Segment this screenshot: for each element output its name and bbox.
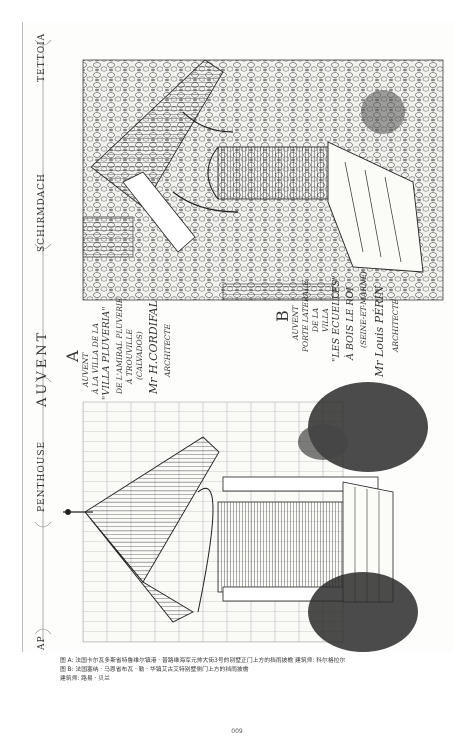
label-a-role: ARCHITECTE bbox=[163, 324, 172, 377]
strip-ornaments bbox=[34, 39, 52, 635]
label-b-line2: PORTE LATERALE bbox=[301, 280, 310, 352]
label-b-role: ARCHITECTE bbox=[391, 299, 400, 352]
label-b-line7: (SEINE-ET-MARNE) bbox=[359, 271, 368, 348]
engraving-plate: TETTOIA SCHIRMDACH AUVENT PENTHOUSE AP A… bbox=[22, 22, 453, 652]
label-b-line1: AUVENT bbox=[291, 305, 300, 340]
canopy-bracket-2 bbox=[172, 191, 239, 213]
label-a-line2: À LA VILLA DE LA bbox=[91, 323, 100, 394]
strip-label-penthouse: PENTHOUSE bbox=[37, 440, 47, 512]
canopy-roof-b bbox=[90, 59, 224, 208]
illustration-a bbox=[63, 382, 428, 652]
strip-label-auvent: AUVENT bbox=[35, 329, 50, 407]
stone-stairs bbox=[327, 141, 424, 273]
canopy-roof-a-lower bbox=[84, 511, 194, 623]
strip-label-ap: AP bbox=[37, 635, 47, 650]
porch-arch bbox=[197, 487, 214, 613]
label-b-architect: Mr Louis PÉRIN bbox=[373, 285, 386, 377]
wall-block bbox=[82, 216, 134, 258]
label-a-line6: (CALVADOS) bbox=[135, 331, 144, 380]
column-top bbox=[222, 476, 379, 492]
caption-line-3: 建筑师: 路易 · 贝兰 bbox=[60, 676, 110, 682]
canopy-side-b bbox=[122, 171, 196, 253]
page-number: 009 bbox=[231, 728, 243, 735]
door-arch bbox=[207, 146, 219, 200]
illustration-b bbox=[82, 59, 444, 301]
label-b-line6: À BOIS LE ROI bbox=[345, 286, 356, 360]
tree-lower bbox=[308, 572, 418, 652]
side-door bbox=[217, 146, 329, 200]
label-a-architect: Mr H.CORDIFAL bbox=[147, 300, 160, 394]
front-door bbox=[217, 501, 344, 593]
label-a-letter: A bbox=[63, 350, 82, 362]
label-b-line3: DE LA bbox=[311, 307, 320, 332]
label-b-line5: "LES ECUELLES" bbox=[331, 275, 342, 362]
caption-line-1: 图 A: 法国卡尔瓦多斯省特鲁维尔镇港 · 普路维海军元帅大街3号的别墅正门上方… bbox=[60, 658, 346, 664]
canopy-bracket-1 bbox=[182, 111, 234, 133]
label-a-line5: À TROUVILLE bbox=[125, 329, 134, 384]
label-a-line3: "VILLA PLUVERIA" bbox=[101, 306, 112, 400]
label-b-line4: VILLA bbox=[321, 308, 330, 332]
figure-caption: 图 A: 法国卡尔瓦多斯省特鲁维尔镇港 · 普路维海军元帅大街3号的别墅正门上方… bbox=[60, 657, 440, 684]
shrub bbox=[361, 90, 405, 134]
label-a-line1: AUVENT bbox=[81, 352, 90, 387]
caption-line-2: 图 B: 法国塞纳 · 马恩省布瓦 · 勒 · 华镇艾古艾特别墅侧门上方的挡雨披… bbox=[60, 667, 249, 673]
label-a-line4: DE L'AMIRAL PLUVERIE bbox=[115, 297, 124, 394]
label-b-letter: B bbox=[273, 310, 292, 322]
engraving-illustration bbox=[34, 39, 444, 652]
ground-base bbox=[222, 283, 334, 301]
strip-label-tettoia: TETTOIA bbox=[37, 32, 47, 82]
strip-label-schirmdach: SCHIRMDACH bbox=[37, 173, 47, 252]
